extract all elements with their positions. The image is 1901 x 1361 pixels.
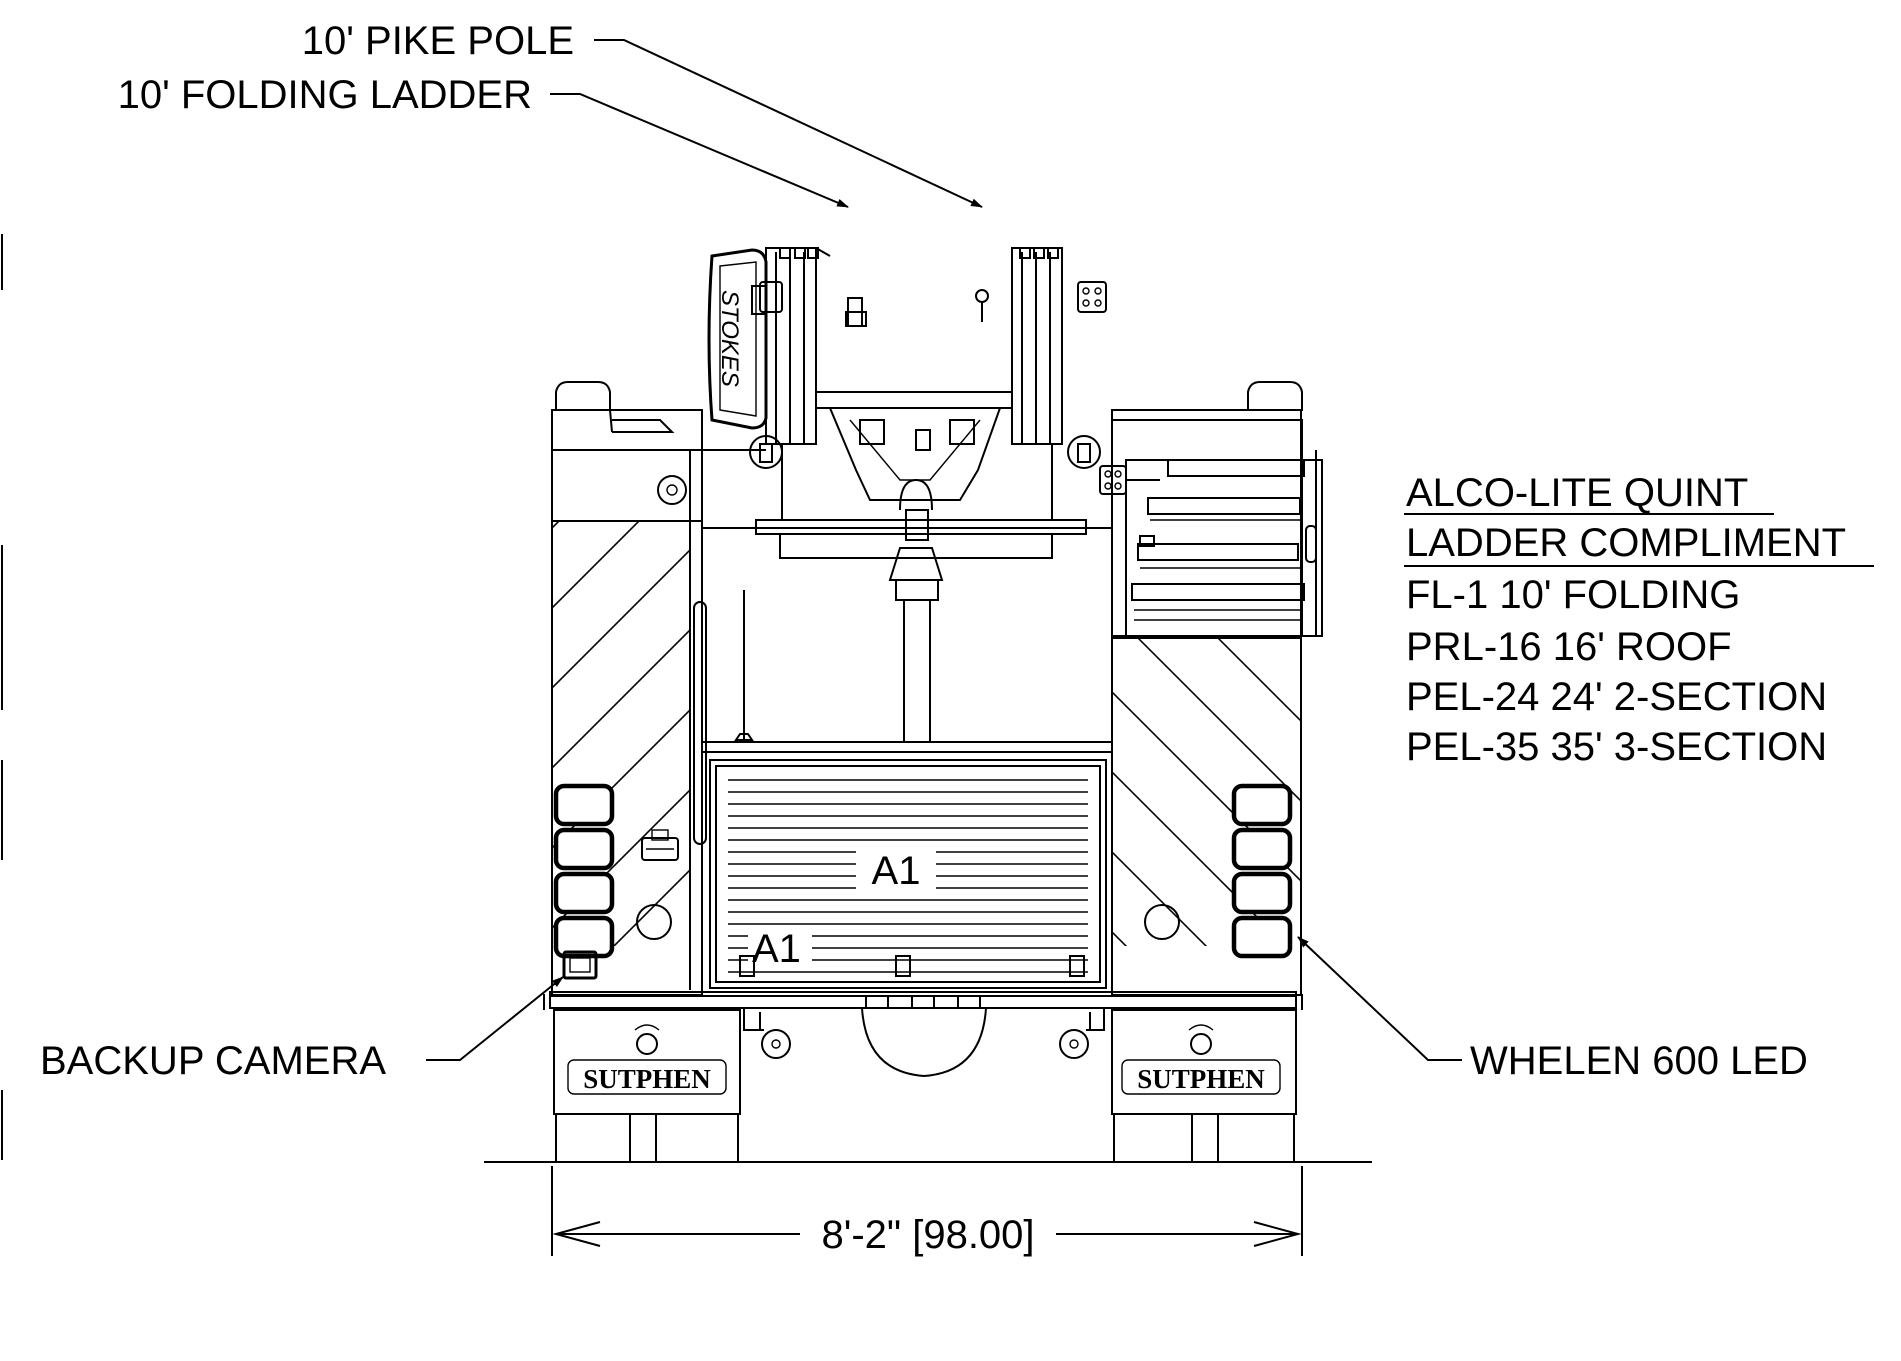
compartment-label-small: A1 [752, 927, 801, 971]
table-title-line2: LADDER COMPLIMENT [1406, 521, 1846, 565]
compartment-door: A1 A1 [709, 759, 1107, 989]
rear-bumper [543, 991, 1303, 1078]
table-title-line1: ALCO-LITE QUINT [1406, 471, 1748, 515]
side-ladder-bundle [1099, 419, 1323, 637]
table-item: PEL-35 35' 3-SECTION [1406, 725, 1827, 769]
brand-logo-right: SUTPHEN [1137, 1064, 1265, 1094]
leader-lines [426, 39, 1462, 1061]
whelen-600-led-tail-lights [553, 783, 1293, 959]
ladder-rack: STOKES [702, 247, 1107, 743]
width-dimension-label: 8'-2" [98.00] [821, 1213, 1034, 1257]
backup-camera [562, 950, 598, 980]
brand-logo-left: SUTPHEN [583, 1064, 711, 1094]
pike-pole-callout: 10' PIKE POLE [302, 19, 574, 63]
compartment-label-main: A1 [872, 849, 921, 893]
width-dimension: 8'-2" [98.00] [551, 1166, 1303, 1257]
folding-ladder-callout: 10' FOLDING LADDER [118, 73, 532, 117]
table-item: PRL-16 16' ROOF [1406, 625, 1732, 669]
stokes-label: STOKES [716, 290, 743, 387]
whelen-callout: WHELEN 600 LED [1470, 1039, 1808, 1083]
backup-camera-callout: BACKUP CAMERA [40, 1039, 386, 1083]
ladder-compliment-table: ALCO-LITE QUINT LADDER COMPLIMENT FL-1 1… [1404, 471, 1874, 769]
table-item: FL-1 10' FOLDING [1406, 573, 1740, 617]
mud-flaps: SUTPHEN SUTPHEN [553, 1009, 1297, 1162]
table-item: PEL-24 24' 2-SECTION [1406, 675, 1827, 719]
